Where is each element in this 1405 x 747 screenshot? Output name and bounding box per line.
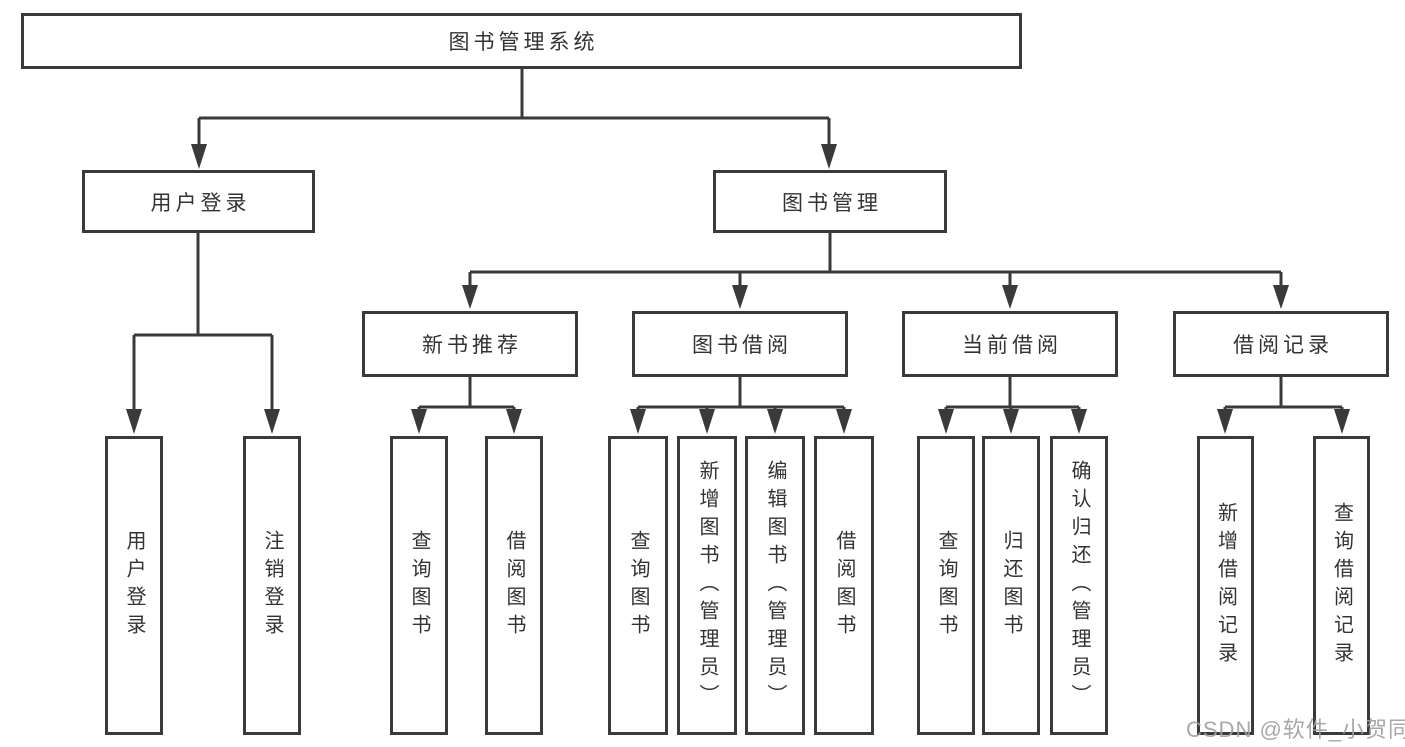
- connector-lines: [132, 68, 1344, 412]
- leaf-query-books-2-label: 查询图书: [627, 529, 649, 642]
- group-borrow-records-label: 借阅记录: [1233, 334, 1333, 357]
- leaf-confirm-return-admin: 确认归还（管理员）: [1050, 436, 1108, 735]
- leaf-edit-books-admin-label: 编辑图书（管理员）: [764, 459, 786, 712]
- leaf-add-borrow-record-label: 新增借阅记录: [1214, 501, 1237, 670]
- leaf-borrow-books-2-label: 借阅图书: [833, 529, 855, 642]
- csdn-watermark: CSDN @软件_小贺同学: [1186, 717, 1405, 742]
- leaf-confirm-return-admin-label: 确认归还（管理员）: [1068, 459, 1090, 712]
- leaf-query-books-2: 查询图书: [608, 436, 668, 735]
- leaf-query-borrow-record: 查询借阅记录: [1313, 436, 1370, 735]
- branch-user-login-label: 用户登录: [150, 191, 251, 215]
- branch-user-login: 用户登录: [82, 170, 315, 233]
- branch-book-management: 图书管理: [713, 170, 947, 233]
- leaf-user-login-label: 用户登录: [123, 529, 145, 642]
- leaf-add-books-admin: 新增图书（管理员）: [677, 436, 737, 735]
- root-node-system: 图书管理系统: [21, 13, 1022, 69]
- leaf-logout-label: 注销登录: [261, 529, 283, 642]
- group-book-borrow: 图书借阅: [632, 311, 848, 377]
- leaf-add-borrow-record: 新增借阅记录: [1197, 436, 1254, 735]
- group-borrow-records: 借阅记录: [1173, 311, 1389, 377]
- leaf-borrow-books-1-label: 借阅图书: [503, 529, 525, 642]
- group-new-book-recommend: 新书推荐: [362, 311, 578, 377]
- leaf-borrow-books-1: 借阅图书: [485, 436, 543, 735]
- leaf-user-login: 用户登录: [105, 436, 163, 735]
- leaf-add-books-admin-label: 新增图书（管理员）: [696, 459, 718, 712]
- branch-book-management-label: 图书管理: [782, 191, 882, 215]
- group-new-book-recommend-label: 新书推荐: [422, 334, 522, 357]
- arrow-down-icons: [126, 144, 1350, 434]
- leaf-logout: 注销登录: [243, 436, 301, 735]
- leaf-return-books-label: 归还图书: [1000, 529, 1022, 642]
- leaf-query-books-3-label: 查询图书: [935, 529, 957, 642]
- leaf-query-borrow-record-label: 查询借阅记录: [1330, 501, 1353, 670]
- root-node-label: 图书管理系统: [448, 31, 599, 54]
- leaf-borrow-books-2: 借阅图书: [814, 436, 874, 735]
- leaf-query-books-1: 查询图书: [390, 436, 448, 735]
- leaf-query-books-3: 查询图书: [917, 436, 975, 735]
- leaf-query-books-1-label: 查询图书: [408, 529, 430, 642]
- group-book-borrow-label: 图书借阅: [692, 334, 792, 357]
- leaf-edit-books-admin: 编辑图书（管理员）: [745, 436, 805, 735]
- group-current-borrow: 当前借阅: [902, 311, 1118, 377]
- group-current-borrow-label: 当前借阅: [962, 334, 1062, 357]
- leaf-return-books: 归还图书: [982, 436, 1040, 735]
